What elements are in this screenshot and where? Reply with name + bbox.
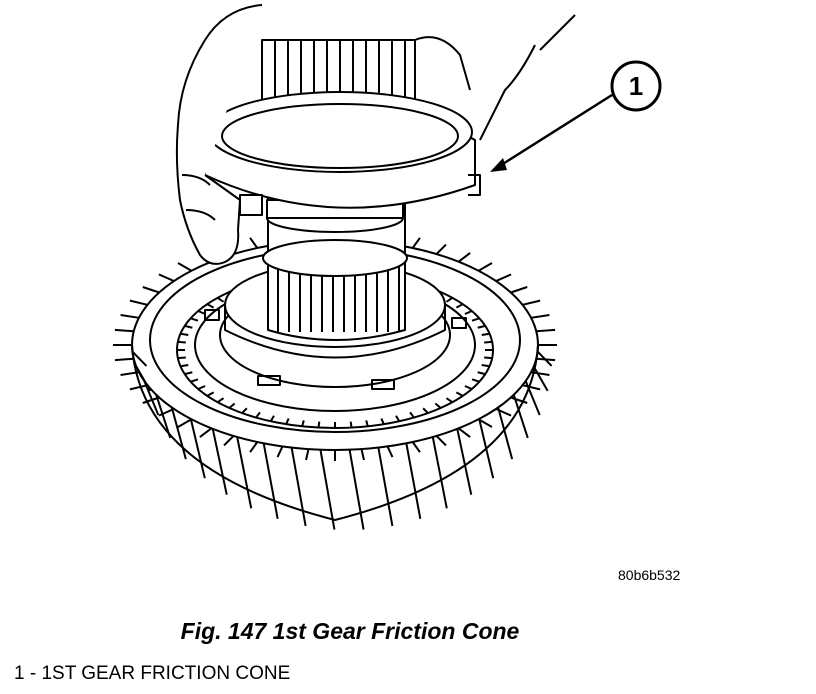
figure-id: 80b6b532	[618, 567, 681, 583]
legend-item-1: 1 - 1ST GEAR FRICTION CONE	[14, 663, 291, 684]
hub-slot	[257, 375, 281, 386]
gear-helical-teeth	[131, 350, 553, 530]
callout-circle	[610, 60, 662, 112]
figure-caption: Fig. 147 1st Gear Friction Cone	[180, 618, 520, 644]
gear-lower-face	[131, 344, 539, 521]
hub-slot	[204, 309, 220, 321]
callout-1: 1	[490, 60, 662, 172]
technician-hand	[175, 4, 263, 265]
callout-number: 1	[629, 71, 643, 101]
hub-slot	[451, 317, 467, 329]
hub-slot	[371, 379, 395, 390]
friction-cone-illustration: 1	[113, 4, 662, 530]
